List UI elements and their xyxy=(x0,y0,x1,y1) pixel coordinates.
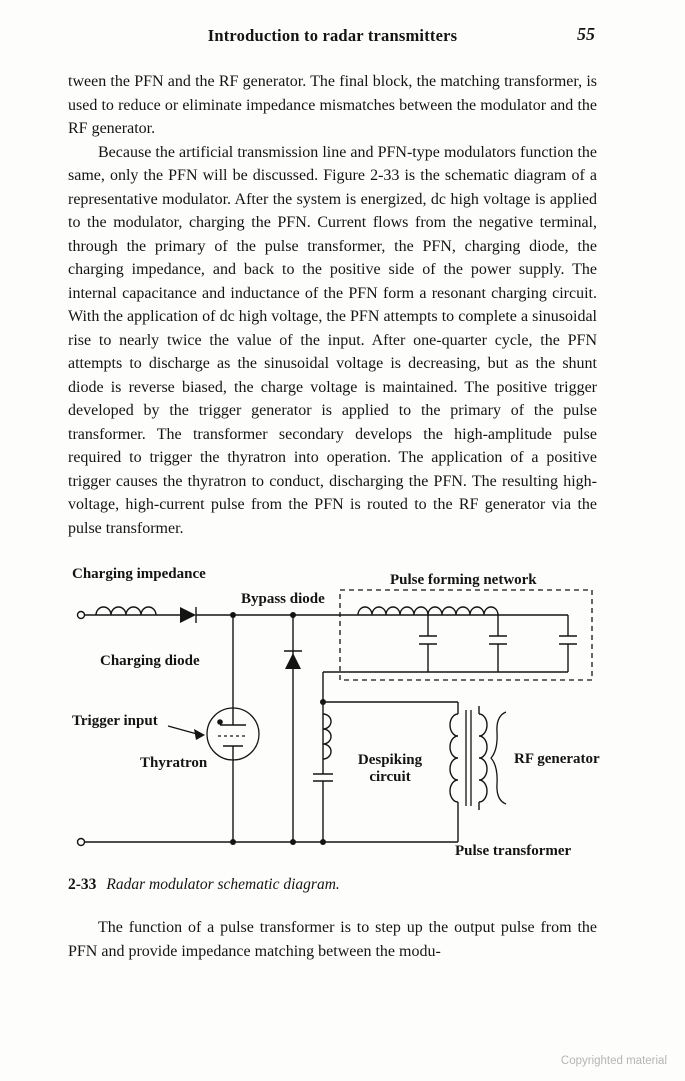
charging-impedance-coil xyxy=(95,606,157,616)
pulse-transformer-symbol xyxy=(449,706,488,810)
despiking-capacitor xyxy=(313,773,333,782)
figure-caption-number: 2-33 xyxy=(68,876,97,893)
pfn-capacitor-3 xyxy=(559,615,577,672)
label-despiking-circuit-line1: Despiking xyxy=(358,752,423,768)
page-header: Introduction to radar transmitters 55 xyxy=(68,24,597,46)
page-number: 55 xyxy=(577,24,595,44)
figure-2-33: Charging impedance Pulse forming network… xyxy=(68,562,613,894)
junction-dot xyxy=(230,839,236,845)
label-charging-impedance: Charging impedance xyxy=(72,566,206,582)
input-terminal-top xyxy=(76,610,86,620)
rf-generator-brace xyxy=(490,711,507,805)
pfn-capacitor-2 xyxy=(489,615,507,672)
paragraph-3: The function of a pulse transformer is t… xyxy=(68,919,597,960)
pfn-inductor-1 xyxy=(357,606,429,616)
pfn-inductor-2 xyxy=(427,606,499,616)
figure-caption-text: Radar modulator schematic diagram. xyxy=(106,876,340,893)
label-bypass-diode: Bypass diode xyxy=(241,591,325,607)
junction-dot xyxy=(320,839,326,845)
figure-caption: 2-33 Radar modulator schematic diagram. xyxy=(68,876,613,894)
junction-dot xyxy=(290,839,296,845)
label-despiking-circuit-line2: circuit xyxy=(369,769,410,785)
copyright-notice: Copyrighted material xyxy=(560,1055,667,1067)
running-head: Introduction to radar transmitters xyxy=(207,26,458,45)
pfn-capacitor-1 xyxy=(419,615,437,672)
label-thyratron: Thyratron xyxy=(140,755,208,771)
charging-diode-symbol xyxy=(180,607,197,623)
label-pulse-forming-network: Pulse forming network xyxy=(390,572,537,588)
trigger-arrow xyxy=(167,725,205,740)
paragraph-2: Because the artificial transmission line… xyxy=(68,143,597,537)
primary-top-lead xyxy=(323,701,459,714)
bypass-diode-symbol xyxy=(284,650,302,669)
label-charging-diode: Charging diode xyxy=(100,653,200,669)
radar-modulator-schematic: Charging impedance Pulse forming network… xyxy=(72,566,600,859)
thyratron-symbol xyxy=(206,707,260,761)
label-pulse-transformer: Pulse transformer xyxy=(455,843,572,859)
pfn-dashed-box xyxy=(339,589,593,681)
input-terminal-bottom xyxy=(76,837,86,847)
label-trigger-input: Trigger input xyxy=(72,713,158,729)
label-rf-generator: RF generator xyxy=(514,751,600,767)
despiking-inductor xyxy=(322,713,332,760)
paragraph-1: tween the PFN and the RF generator. The … xyxy=(68,73,597,137)
text-column: Introduction to radar transmitters 55 tw… xyxy=(68,24,613,960)
